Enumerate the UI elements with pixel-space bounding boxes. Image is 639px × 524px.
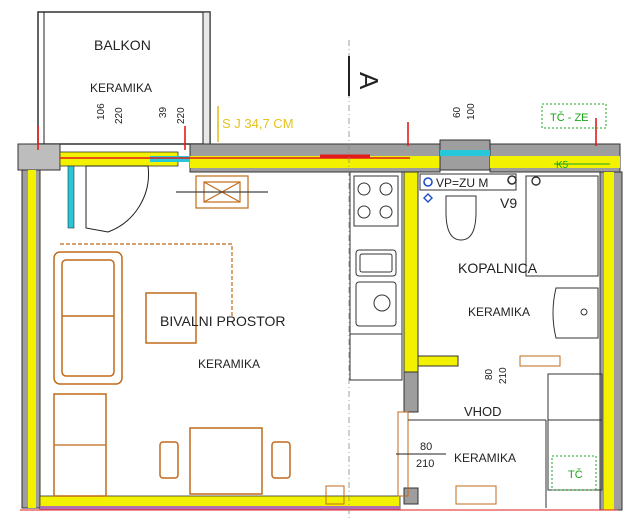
- entrance-door: [325, 355, 561, 508]
- label-v9: V9: [500, 195, 517, 211]
- dim-220b: 220: [176, 107, 187, 124]
- bathroom-fixtures: [419, 173, 603, 491]
- red-markers: [20, 118, 618, 511]
- walls: [17, 139, 623, 511]
- label-k5: K5: [556, 160, 569, 171]
- dim-100: 100: [466, 103, 477, 120]
- balcony: [37, 11, 211, 145]
- radiator: [176, 175, 268, 209]
- label-tc-ze: TČ - ZE: [550, 111, 589, 124]
- label-vhod: VHOD: [464, 404, 502, 419]
- dim-39: 39: [158, 106, 169, 118]
- green-markers: [541, 103, 610, 491]
- kitchen-counter: [349, 171, 403, 381]
- label-vhod-floor: KERAMIKA: [454, 451, 516, 465]
- section-mark: A: [354, 72, 384, 90]
- dim-80b: 80: [420, 441, 432, 453]
- label-vp-zu-m: VP=ZU M: [436, 176, 488, 190]
- dim-210b: 210: [416, 458, 434, 470]
- dim-220a: 220: [114, 107, 125, 124]
- label-kopalnica: KOPALNICA: [458, 260, 538, 276]
- label-balkon-floor: KERAMIKA: [90, 81, 152, 95]
- label-balkon: BALKON: [94, 37, 151, 53]
- sj-note: S J 34,7 CM: [222, 116, 294, 131]
- dim-80a: 80: [484, 368, 495, 380]
- sofa: [53, 243, 233, 385]
- dim-60: 60: [452, 106, 463, 118]
- coffee-table: [145, 292, 197, 344]
- dim-106: 106: [96, 103, 107, 120]
- dim-210a: 210: [498, 367, 509, 384]
- balcony-door: [85, 165, 149, 233]
- label-tc: TČ: [568, 468, 583, 481]
- label-bivalni: BIVALNI PROSTOR: [160, 313, 286, 329]
- dining-table: [159, 427, 291, 495]
- label-bivalni-floor: KERAMIKA: [198, 357, 260, 371]
- label-kopalnica-floor: KERAMIKA: [468, 305, 530, 319]
